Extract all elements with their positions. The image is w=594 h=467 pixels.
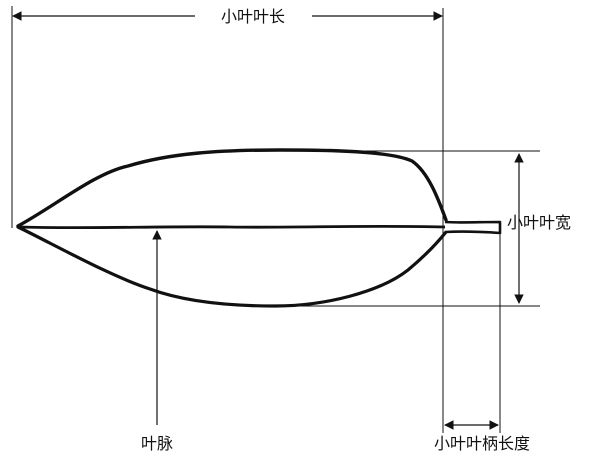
leaflet-width-label: 小叶叶宽 <box>507 213 571 232</box>
vein-label: 叶脉 <box>141 434 173 453</box>
leaflet-length-label: 小叶叶长 <box>221 7 285 26</box>
leaf-upper-edge <box>16 148 448 228</box>
leaf-petiole <box>444 220 502 235</box>
leaf-vein <box>17 224 447 230</box>
leaf-lower-edge <box>16 225 448 308</box>
petiole-length-label: 小叶叶柄长度 <box>434 434 530 453</box>
